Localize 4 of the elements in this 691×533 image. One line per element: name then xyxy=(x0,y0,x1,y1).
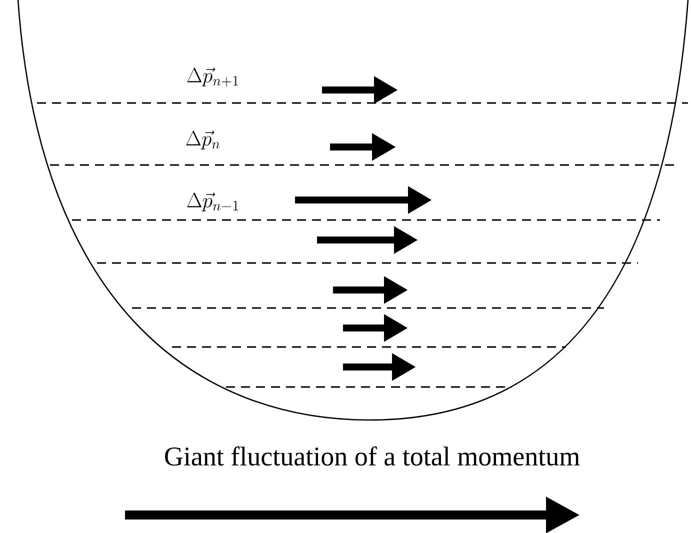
momentum-label: $\Delta\vec{p}_{n+1}$ xyxy=(187,68,238,86)
momentum-label: $\Delta\vec{p}_{n-1}$ xyxy=(187,192,238,212)
caption: Giant fluctuation of a total momentum xyxy=(165,446,580,466)
momentum-label: $\Delta\vec{p}_{n}$ xyxy=(186,130,220,150)
